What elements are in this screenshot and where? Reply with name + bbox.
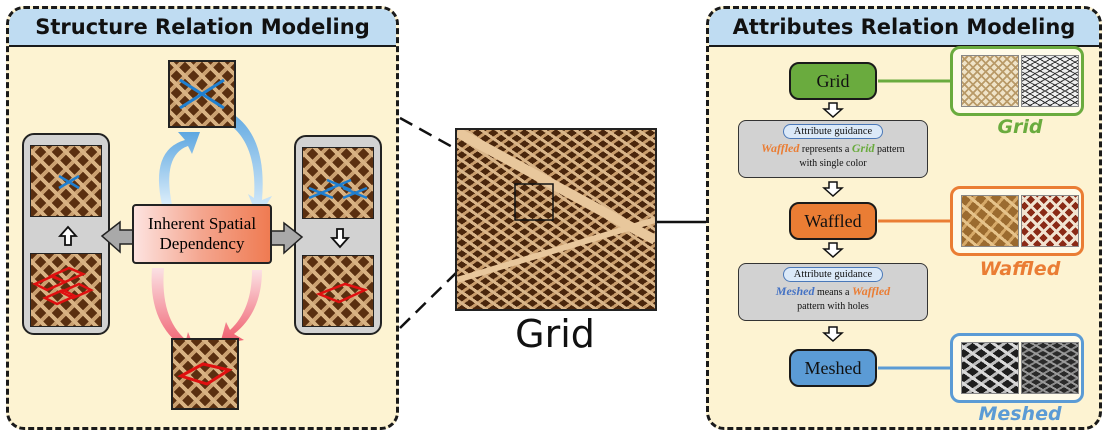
waffled-example-2 xyxy=(1021,195,1079,247)
kw-waffled: Waffled xyxy=(761,141,800,155)
attribute-guidance-text-1: Waffled represents a Grid pattern with s… xyxy=(739,141,927,171)
grid-node-label: Grid xyxy=(816,70,850,91)
grid-example-images xyxy=(950,46,1084,116)
down-arrow-icon-3 xyxy=(822,242,844,259)
attributes-panel-title: Attributes Relation Modeling xyxy=(709,9,1099,47)
down-arrow-icon-1 xyxy=(822,102,844,119)
red-arrow-down xyxy=(151,268,196,352)
right-patch-bottom xyxy=(302,255,374,327)
grid-main-caption: Grid xyxy=(515,312,595,356)
bottom-patch-image xyxy=(171,338,239,410)
waffled-example-images xyxy=(950,186,1084,256)
down-arrow-icon-2 xyxy=(822,181,844,198)
grid-example-label: Grid xyxy=(997,116,1043,138)
waffled-example-label: Waffled xyxy=(979,258,1061,280)
left-patch-bottom xyxy=(30,253,102,327)
grid-example-1 xyxy=(961,55,1019,107)
meshed-example-2 xyxy=(1021,342,1079,394)
down-arrow-icon-4 xyxy=(822,326,844,343)
right-patch-group xyxy=(294,135,382,335)
left-patch-group xyxy=(22,133,110,335)
blue-arrow-up xyxy=(158,132,200,205)
grid-main-image xyxy=(455,128,657,311)
structure-panel-title: Structure Relation Modeling xyxy=(9,9,396,47)
inherent-spatial-dependency-box: Inherent Spatial Dependency xyxy=(132,204,272,264)
meshed-node-label: Meshed xyxy=(804,357,862,378)
meshed-example-images xyxy=(950,333,1084,403)
guidance-1-mid: represents a xyxy=(801,144,850,155)
inherent-spatial-dependency-label: Inherent Spatial Dependency xyxy=(147,214,257,253)
kw-waffled-2: Waffled xyxy=(851,284,891,298)
blue-arrow-down xyxy=(218,108,272,218)
attribute-guidance-tag-2: Attribute guidance xyxy=(782,267,884,282)
top-patch-image xyxy=(168,60,236,128)
attribute-guidance-tag-1: Attribute guidance xyxy=(782,124,884,139)
meshed-example-1 xyxy=(961,342,1019,394)
kw-meshed: Meshed xyxy=(775,284,815,298)
guidance-1-end: pattern xyxy=(877,144,905,155)
meshed-node: Meshed xyxy=(789,349,877,387)
up-arrow-icon xyxy=(57,225,79,246)
meshed-example-label: Meshed xyxy=(978,403,1062,425)
right-patch-top xyxy=(302,147,374,219)
guidance-2-mid: means a xyxy=(816,287,850,298)
attribute-guidance-box-1: Attribute guidance Waffled represents a … xyxy=(738,120,928,178)
waffled-node: Waffled xyxy=(789,202,877,240)
attribute-guidance-text-2: Meshed means a Waffled pattern with hole… xyxy=(739,284,927,314)
left-patch-top xyxy=(30,145,102,217)
grid-example-2 xyxy=(1021,55,1079,107)
kw-grid: Grid xyxy=(851,141,875,155)
waffled-node-label: Waffled xyxy=(804,210,862,231)
red-arrow-up xyxy=(220,270,262,344)
down-arrow-icon xyxy=(329,227,351,249)
grid-node: Grid xyxy=(789,62,877,100)
waffled-example-1 xyxy=(961,195,1019,247)
guidance-2-line2: pattern with holes xyxy=(797,301,869,312)
attribute-guidance-box-2: Attribute guidance Meshed means a Waffle… xyxy=(738,263,928,321)
guidance-1-line2: with single color xyxy=(799,158,867,169)
